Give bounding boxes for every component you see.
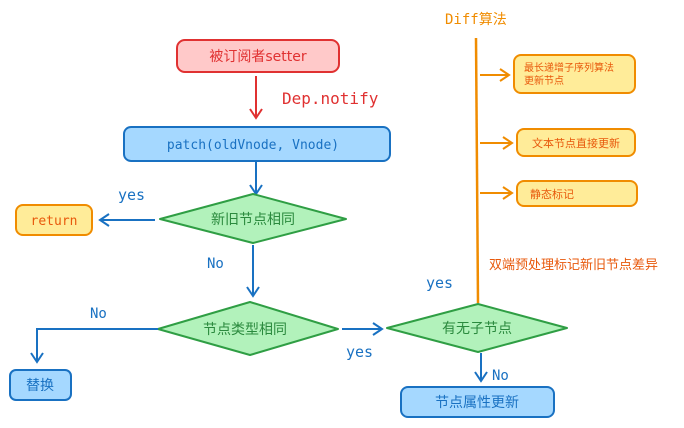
return-node: return xyxy=(15,204,93,236)
dep-notify-label: Dep.notify xyxy=(282,89,379,108)
no-replace-label: No xyxy=(90,306,107,322)
update-props-label: 节点属性更新 xyxy=(435,395,519,411)
return-label: return xyxy=(31,214,78,229)
patch-label: patch(oldVnode, Vnode) xyxy=(167,138,339,153)
setter-node: 被订阅者setter xyxy=(176,39,340,73)
replace-node: 替换 xyxy=(9,369,72,401)
yes-return-label: yes xyxy=(118,186,145,204)
setter-label: 被订阅者setter xyxy=(209,49,306,65)
double-end-label: 双端预处理标记新旧节点差异 xyxy=(489,257,658,273)
no-type-label: No xyxy=(207,256,224,272)
replace-label: 替换 xyxy=(26,377,54,394)
patch-node: patch(oldVnode, Vnode) xyxy=(123,126,391,162)
static-mark-label: 静态标记 xyxy=(530,187,574,201)
update-props-node: 节点属性更新 xyxy=(400,386,555,418)
has-children-label: 有无子节点 xyxy=(442,321,512,337)
lis-label-line1: 最长递增子序列算法 xyxy=(524,61,614,74)
static-mark-node: 静态标记 xyxy=(516,180,638,207)
same-node-label: 新旧节点相同 xyxy=(211,212,295,228)
diff-trunk-line xyxy=(474,37,480,304)
same-type-label: 节点类型相同 xyxy=(203,322,287,338)
lis-node: 最长递增子序列算法 更新节点 xyxy=(513,54,636,94)
diff-title: Diff算法 xyxy=(445,12,507,28)
yes-children-label: yes xyxy=(346,343,373,361)
no-props-label: No xyxy=(492,368,509,384)
same-node-decision: 新旧节点相同 xyxy=(159,193,347,244)
arrow-to-replace xyxy=(30,328,158,364)
yes-diff-label: yes xyxy=(426,274,453,292)
same-type-decision: 节点类型相同 xyxy=(157,301,339,356)
text-update-label: 文本节点直接更新 xyxy=(532,136,620,150)
lis-label-line2: 更新节点 xyxy=(524,74,564,87)
text-update-node: 文本节点直接更新 xyxy=(516,128,636,157)
has-children-decision: 有无子节点 xyxy=(386,303,568,353)
